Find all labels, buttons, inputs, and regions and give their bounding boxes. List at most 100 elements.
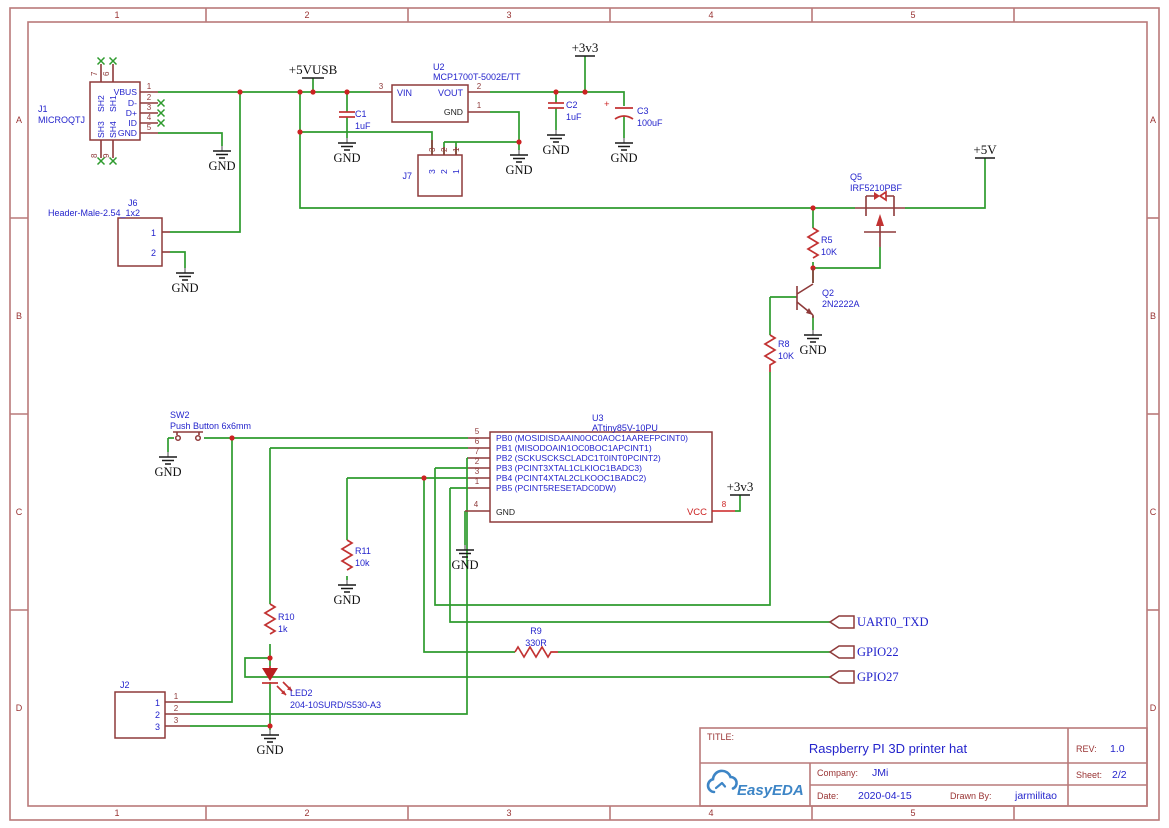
u2-pinnum-2: 2 bbox=[477, 82, 482, 91]
j2-pin-2: 2 bbox=[155, 710, 160, 720]
nc-icon bbox=[156, 98, 166, 108]
sw2-ref: SW2 bbox=[170, 410, 190, 420]
u3-pin-gnd: GND bbox=[496, 507, 515, 517]
netport-gpio27-label: GPIO27 bbox=[857, 670, 899, 684]
c3-plus-icon: + bbox=[604, 99, 610, 110]
component-r9[interactable]: R9 330R bbox=[514, 626, 558, 659]
j1-pinnum-4: 4 bbox=[147, 113, 152, 122]
u3-pinnum-2: 2 bbox=[475, 457, 480, 466]
r8-value: 10K bbox=[778, 351, 794, 361]
component-j1[interactable]: J1 MICROQTJ VBUS D- D+ ID GND 1 2 3 4 5 … bbox=[38, 56, 166, 166]
rev-value: 1.0 bbox=[1110, 743, 1125, 755]
j1-pinnum-1: 1 bbox=[147, 82, 152, 91]
component-j6[interactable]: J6 Header-Male-2.54_1x2 1 2 bbox=[48, 198, 170, 267]
j2-ref: J2 bbox=[120, 680, 130, 690]
component-c1[interactable]: C1 1uF bbox=[339, 109, 371, 131]
j1-pin-gnd: GND bbox=[118, 128, 137, 138]
component-u2[interactable]: U2 MCP1700T-5002E/TT VIN VOUT GND 3 2 1 bbox=[370, 62, 521, 123]
frame-col-1-bottom: 1 bbox=[114, 808, 119, 818]
c2-value: 1uF bbox=[566, 112, 582, 122]
u3-pinnum-6: 6 bbox=[475, 437, 480, 446]
component-r8[interactable]: R8 10K bbox=[763, 334, 794, 372]
date-value: 2020-04-15 bbox=[858, 790, 912, 802]
u3-pinnum-5: 5 bbox=[475, 427, 480, 436]
j1-pinnum-5: 5 bbox=[147, 123, 152, 132]
u3-pin-pb5: PB5 (PCINT5RESETADC0DW) bbox=[496, 483, 616, 493]
u3-pinnum-3: 3 bbox=[475, 467, 480, 476]
power-flag-5v[interactable]: +5V bbox=[973, 142, 997, 159]
j1-pinnum-7: 7 bbox=[90, 71, 99, 76]
netport-gpio27[interactable]: GPIO27 bbox=[829, 670, 899, 684]
u3-pinnum-4: 4 bbox=[474, 500, 479, 509]
j1-value: MICROQTJ bbox=[38, 115, 85, 125]
frame-col-4-top: 4 bbox=[708, 10, 713, 20]
r9-ref: R9 bbox=[530, 626, 542, 636]
j7-pinnum-2: 2 bbox=[440, 147, 449, 152]
gnd-flags[interactable]: GND GND GND GND GND GND GND GND GND GND … bbox=[154, 129, 827, 757]
component-u3[interactable]: U3 ATtiny85V-10PU PB0 (MOSIDISDAAIN0OC0A… bbox=[465, 413, 735, 523]
power-3v3-label: +3v3 bbox=[572, 40, 599, 55]
component-r5[interactable]: R5 10K bbox=[806, 227, 837, 259]
gnd-label: GND bbox=[171, 281, 198, 295]
gnd-label: GND bbox=[208, 159, 235, 173]
component-r10[interactable]: R10 1k bbox=[263, 603, 295, 635]
title-label: TITLE: bbox=[707, 732, 734, 742]
frame-col-3-top: 3 bbox=[506, 10, 511, 20]
c3-ref: C3 bbox=[637, 106, 649, 116]
sheet-title: Raspberry PI 3D printer hat bbox=[809, 741, 968, 756]
frame-row-d-right: D bbox=[1150, 703, 1157, 713]
c1-value: 1uF bbox=[355, 121, 371, 131]
gnd-label: GND bbox=[799, 343, 826, 357]
j7-ref: J7 bbox=[402, 171, 412, 181]
r10-ref: R10 bbox=[278, 612, 295, 622]
j2-pin-1: 1 bbox=[155, 698, 160, 708]
j6-pin-1: 1 bbox=[151, 228, 156, 238]
u2-pinnum-3: 3 bbox=[379, 82, 384, 91]
gnd-label: GND bbox=[154, 465, 181, 479]
rev-label: REV: bbox=[1076, 744, 1097, 754]
frame-row-b-right: B bbox=[1150, 311, 1156, 321]
j1-pin-sh2: SH2 bbox=[96, 95, 106, 112]
gnd-label: GND bbox=[333, 151, 360, 165]
c3-value: 100uF bbox=[637, 118, 663, 128]
r5-ref: R5 bbox=[821, 235, 833, 245]
component-j2[interactable]: J2 1 2 3 1 2 3 bbox=[114, 680, 190, 739]
u3-pin-pb2: PB2 (SCKUSCKSCLADC1T0INT0PCINT2) bbox=[496, 453, 661, 463]
j1-pin-id: ID bbox=[128, 118, 137, 128]
power-flag-5vusb[interactable]: +5VUSB bbox=[289, 62, 338, 79]
netport-uart0-txd[interactable]: UART0_TXD bbox=[829, 615, 928, 629]
u3-pin-pb1: PB1 (MISODOAIN1OC0BOC1APCINT1) bbox=[496, 443, 652, 453]
sw2-value: Push Button 6x6mm bbox=[170, 421, 251, 431]
j1-pinnum-3: 3 bbox=[147, 103, 152, 112]
component-led2[interactable]: LED2 204-10SURD/S530-A3 bbox=[262, 666, 381, 710]
j6-value: Header-Male-2.54_1x2 bbox=[48, 208, 140, 218]
netport-gpio22[interactable]: GPIO22 bbox=[829, 645, 899, 659]
junction-dots bbox=[229, 89, 816, 729]
component-j7[interactable]: J7 3 2 1 3 2 1 bbox=[402, 140, 463, 197]
j1-pinnum-6: 6 bbox=[102, 71, 111, 76]
nc-icon bbox=[108, 56, 118, 66]
sheet-frame: 1 2 3 4 5 1 2 3 4 5 A B C D A B C D bbox=[9, 7, 1160, 821]
power-flag-3v3[interactable]: +3v3 bbox=[572, 40, 599, 57]
nc-icon bbox=[96, 56, 106, 66]
component-c2[interactable]: C2 1uF bbox=[548, 100, 582, 122]
j1-pin-sh4: SH4 bbox=[108, 121, 118, 138]
component-r11[interactable]: R11 10k bbox=[340, 539, 371, 571]
component-sw2[interactable]: SW2 Push Button 6x6mm bbox=[170, 410, 251, 442]
q2-value: 2N2222A bbox=[822, 299, 860, 309]
component-c3[interactable]: + C3 100uF bbox=[604, 99, 663, 128]
power-flag-3v3-u3[interactable]: +3v3 bbox=[727, 479, 754, 496]
frame-col-2-bottom: 2 bbox=[304, 808, 309, 818]
r8-ref: R8 bbox=[778, 339, 790, 349]
frame-col-3-bottom: 3 bbox=[506, 808, 511, 818]
component-q5[interactable]: Q5 IRF5210PBF bbox=[850, 172, 905, 247]
u2-value: MCP1700T-5002E/TT bbox=[433, 72, 521, 82]
drawn-by-value: jarmilitao bbox=[1014, 790, 1057, 802]
nc-icon bbox=[156, 118, 166, 128]
frame-col-2-top: 2 bbox=[304, 10, 309, 20]
company-value: JMi bbox=[872, 767, 888, 779]
easyeda-logo-text: EasyEDA bbox=[737, 782, 804, 799]
power-5v-label: +5V bbox=[973, 142, 997, 157]
component-q2[interactable]: Q2 2N2222A bbox=[796, 268, 860, 318]
j1-pin-sh3: SH3 bbox=[96, 121, 106, 138]
